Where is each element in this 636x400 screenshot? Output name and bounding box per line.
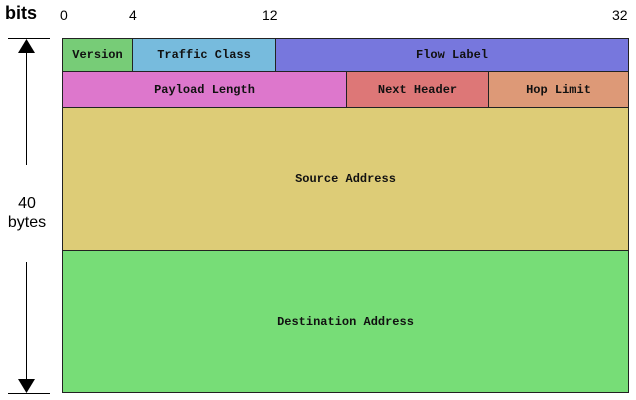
field-hop-limit: Hop Limit	[488, 71, 629, 108]
arrow-down-icon	[18, 379, 35, 393]
size-top-line	[8, 38, 50, 39]
field-next-header-label: Next Header	[377, 82, 458, 97]
field-payload-length-label: Payload Length	[154, 82, 255, 97]
field-source-address: Source Address	[62, 107, 629, 251]
field-destination-address: Destination Address	[62, 250, 629, 393]
field-destination-address-label: Destination Address	[277, 314, 414, 329]
field-source-address-label: Source Address	[295, 172, 396, 186]
field-flow-label: Flow Label	[275, 38, 629, 72]
size-arrow-upper-shaft	[26, 50, 27, 165]
field-flow-label-label: Flow Label	[415, 48, 488, 62]
field-payload-length: Payload Length	[62, 71, 347, 108]
bit-tick-32: 32	[612, 7, 628, 23]
bit-tick-0: 0	[60, 7, 68, 23]
bits-label: bits	[5, 3, 38, 23]
size-arrow-lower-shaft	[26, 262, 27, 382]
field-version-label: Version	[72, 48, 123, 62]
arrow-up-icon	[18, 39, 35, 53]
field-hop-limit-label: Hop Limit	[526, 82, 591, 97]
field-next-header: Next Header	[346, 71, 489, 108]
size-label-unit: bytes	[7, 214, 47, 231]
field-version: Version	[62, 38, 133, 72]
size-bottom-line	[8, 393, 50, 394]
field-traffic-class-label: Traffic Class	[157, 48, 251, 62]
size-label-number: 40	[18, 195, 36, 212]
bit-tick-4: 4	[129, 7, 137, 23]
bit-tick-12: 12	[262, 7, 278, 23]
field-traffic-class: Traffic Class	[132, 38, 276, 72]
